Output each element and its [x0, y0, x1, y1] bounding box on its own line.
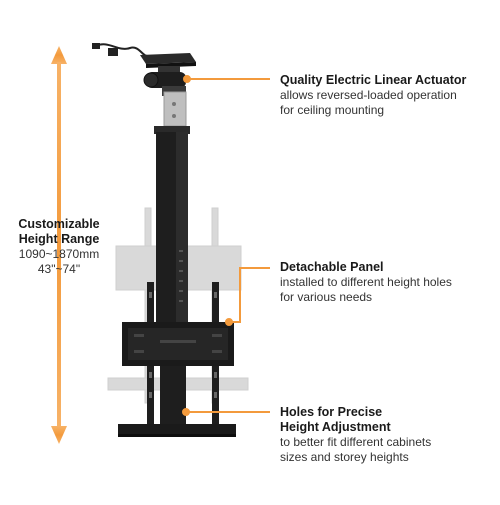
callout-actuator-desc-2: for ceiling mounting [280, 103, 385, 117]
linear-actuator [143, 66, 187, 127]
callout-holes-title-2: Height Adjustment [280, 420, 391, 434]
height-range-arrow [51, 46, 67, 444]
callout-leaders [182, 75, 270, 416]
callout-panel-desc-2: for various needs [280, 290, 373, 304]
callout-actuator-title: Quality Electric Linear Actuator [280, 73, 467, 87]
height-range-mm: 1090~1870mm [18, 247, 100, 261]
height-range-inch: 43"~74" [37, 262, 81, 276]
callout-holes-title-1: Holes for Precise [280, 405, 383, 419]
callout-holes-desc-1: to better fit different cabinets [280, 435, 432, 449]
callout-panel: Detachable Panel installed to different … [280, 260, 498, 305]
lift-base [118, 366, 236, 437]
height-range-title-line2: Height Range [18, 232, 100, 246]
callout-panel-desc-1: installed to different height holes [280, 275, 452, 289]
callout-holes-desc-2: sizes and storey heights [280, 450, 409, 464]
height-range-label: Customizable Height Range 1090~1870mm 43… [4, 217, 114, 277]
callout-actuator-desc-1: allows reversed-loaded operation [280, 88, 457, 102]
height-range-title-line1: Customizable [18, 217, 100, 231]
callout-actuator: Quality Electric Linear Actuator allows … [280, 73, 498, 118]
ceiling-plate [92, 43, 196, 68]
callout-holes: Holes for Precise Height Adjustment to b… [280, 405, 498, 465]
detachable-panel [122, 322, 234, 366]
callout-panel-title: Detachable Panel [280, 260, 384, 274]
